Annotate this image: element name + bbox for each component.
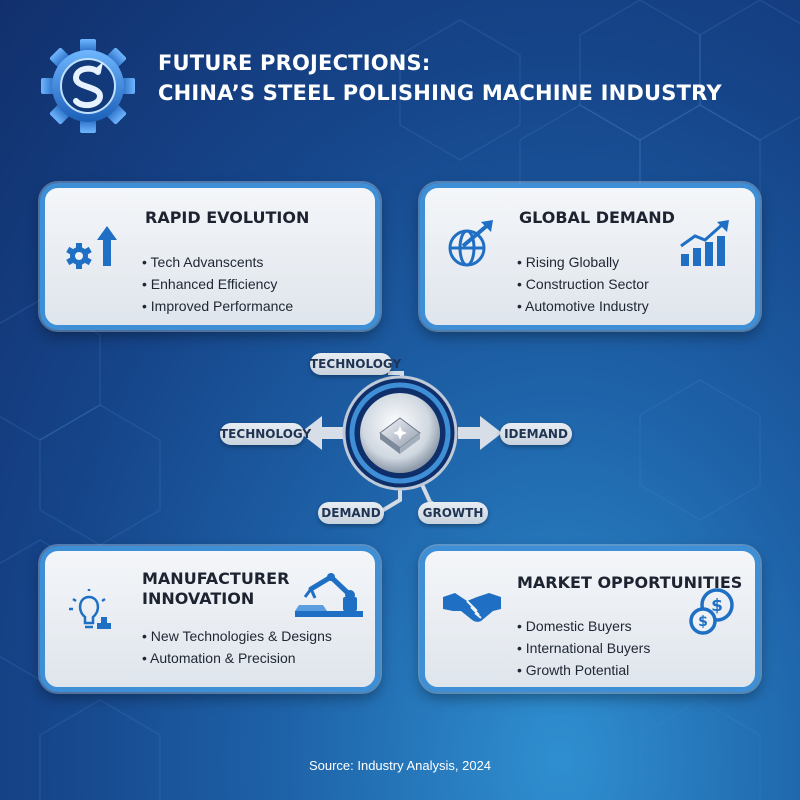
global-demand-card: GLOBAL DEMAND Rising Globally Constructi… xyxy=(420,183,760,330)
gear-arrow-up-icon xyxy=(66,226,117,269)
list-item: International Buyers xyxy=(517,637,651,659)
diagram-label-bottom-right: GROWTH xyxy=(418,502,488,524)
diagram-label-left: TECHNOLOGY xyxy=(220,423,311,445)
list-item: Construction Sector xyxy=(517,273,649,295)
list-item: Tech Advanscents xyxy=(142,251,293,273)
dragon-gear-logo-icon xyxy=(41,39,135,133)
market-opportunities-list: Domestic Buyers International Buyers Gro… xyxy=(517,615,651,681)
diagram-label-top: TECHNOLOGY xyxy=(310,353,401,375)
manufacturer-innovation-list: New Technologies & Designs Automation & … xyxy=(142,625,332,669)
list-item: Growth Potential xyxy=(517,659,650,681)
manufacturer-innovation-title: MANUFACTURER INNOVATION xyxy=(142,569,289,609)
list-item: Rising Globally xyxy=(517,251,649,273)
steel-plate-icon xyxy=(379,417,421,454)
lightbulb-icon xyxy=(69,589,111,629)
list-item: Domestic Buyers xyxy=(517,615,650,637)
manufacturer-innovation-title-line-1: MANUFACTURER xyxy=(142,569,290,588)
page-title: FUTURE PROJECTIONS: CHINA’S STEEL POLISH… xyxy=(158,48,722,108)
rapid-evolution-list: Tech Advanscents Enhanced Efficiency Imp… xyxy=(142,251,294,317)
right-arrow xyxy=(458,416,502,450)
list-item: Improved Performance xyxy=(142,295,293,317)
global-demand-list: Rising Globally Construction Sector Auto… xyxy=(517,251,649,317)
title-line-1: FUTURE PROJECTIONS: xyxy=(158,51,431,75)
market-opportunities-title: MARKET OPPORTUNITIES xyxy=(517,573,743,592)
handshake-icon xyxy=(443,593,501,622)
source-note: Source: Industry Analysis, 2024 xyxy=(308,758,492,773)
svg-text:$: $ xyxy=(698,614,708,630)
globe-arrow-icon xyxy=(448,220,493,267)
title-line-2: CHINA’S STEEL POLISHING MACHINE INDUSTRY xyxy=(158,81,722,105)
rapid-evolution-card: RAPID EVOLUTION Tech Advanscents Enhance… xyxy=(40,183,380,330)
diagram-label-right: IDEMAND xyxy=(500,423,572,445)
market-opportunities-card: MARKET OPPORTUNITIES Domestic Buyers Int… xyxy=(420,546,760,692)
manufacturer-innovation-title-line-2: INNOVATION xyxy=(142,589,255,608)
list-item: Automation & Precision xyxy=(142,647,332,669)
robotic-arm-icon xyxy=(295,573,363,617)
list-item: Automotive Industry xyxy=(517,295,649,317)
list-item: New Technologies & Designs xyxy=(142,625,332,647)
manufacturer-innovation-card: MANUFACTURER INNOVATION New Technologies… xyxy=(40,546,380,692)
svg-text:$: $ xyxy=(711,596,723,616)
bar-chart-growth-icon xyxy=(680,220,729,266)
list-item: Enhanced Efficiency xyxy=(142,273,293,295)
dollar-coins-icon: $ $ xyxy=(689,588,734,635)
diagram-label-bottom-left: DEMAND xyxy=(318,502,384,524)
global-demand-title: GLOBAL DEMAND xyxy=(519,208,675,227)
rapid-evolution-title: RAPID EVOLUTION xyxy=(145,208,310,227)
